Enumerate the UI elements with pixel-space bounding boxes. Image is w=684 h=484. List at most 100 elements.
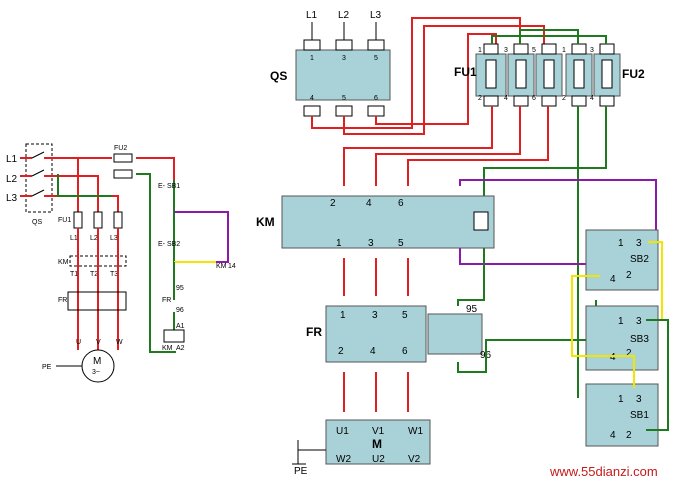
km-bot-1: 1 — [336, 238, 342, 249]
sb2-term-1: 1 — [618, 238, 624, 249]
motor-top-v1: V1 — [372, 426, 385, 437]
schematic-fr-96: 96 — [176, 307, 184, 314]
schematic-qs-contacts — [31, 151, 45, 197]
fu-bot-4: 4 — [504, 95, 508, 102]
qs-term-1: 1 — [310, 55, 314, 62]
schematic-pe-label: PE — [42, 364, 52, 371]
motor-bot-v2: V2 — [408, 454, 421, 465]
km-label: KM — [256, 215, 275, 229]
fu-top-3: 3 — [504, 47, 508, 54]
fuse-block — [475, 53, 621, 97]
schematic-l2-label: L2 — [6, 174, 18, 185]
schematic-motor-w: W — [116, 339, 123, 346]
schematic-motor-v: V — [96, 339, 101, 346]
wire-fu1-km-c — [407, 106, 549, 186]
sb2-panel — [585, 229, 659, 291]
supply-l3: L3 — [370, 10, 382, 21]
schematic-fu2-label: FU2 — [114, 145, 127, 152]
schematic-sb2-label: E- SB2 — [158, 241, 180, 248]
schematic-km-coil — [163, 329, 185, 343]
schematic-wire-l3 — [20, 195, 119, 212]
motor-bot-u2: U2 — [372, 454, 385, 465]
schematic-wire-l1 — [20, 157, 79, 212]
fr-bot-6: 6 — [402, 346, 408, 357]
km-panel — [281, 195, 495, 249]
km-top-4: 4 — [366, 198, 372, 209]
fu-top-5: 5 — [532, 47, 536, 54]
schematic-term-t2: T2 — [90, 271, 98, 278]
motor-bot-w2: W2 — [336, 454, 351, 465]
supply-l2: L2 — [338, 10, 350, 21]
sb3-label: SB3 — [630, 334, 649, 345]
watermark: www.55dianzi.com — [549, 464, 658, 479]
fr-bot-4: 4 — [370, 346, 376, 357]
wiring: L1 L2 L3 QS 1 3 5 4 5 6 — [256, 10, 669, 479]
fr-aux-panel — [427, 313, 483, 355]
wire-stop-loop — [646, 319, 669, 431]
fr-top-5: 5 — [402, 310, 408, 321]
schematic-motor-sub: 3~ — [92, 369, 100, 376]
wire-fr-motor — [343, 372, 409, 412]
schematic-term-l3: L3 — [110, 235, 118, 242]
fu-bot-2b: 2 — [562, 95, 566, 102]
wire-km-fr — [343, 258, 409, 296]
schematic-motor-u: U — [76, 339, 81, 346]
fr-aux-95: 95 — [466, 304, 478, 315]
km-top-6: 6 — [398, 198, 404, 209]
schematic-coil-label: KM — [162, 345, 173, 352]
schematic-km-aux-label: KM — [216, 263, 227, 270]
km-coil-icon — [473, 211, 489, 231]
sb3-term-4: 4 — [610, 352, 616, 363]
fr-panel — [325, 305, 427, 363]
fr-bot-2: 2 — [338, 346, 344, 357]
sb1-panel — [585, 383, 659, 447]
schematic-qs-label: QS — [32, 219, 42, 226]
wire-qs-fu1-a — [311, 17, 521, 129]
qs-term-3: 3 — [342, 55, 346, 62]
qs-term-6: 6 — [374, 95, 378, 102]
sb1-term-4: 4 — [610, 430, 616, 441]
sb1-term-3: 3 — [636, 394, 642, 405]
wire-fu1-km-a — [343, 106, 493, 186]
schematic-l1-label: L1 — [6, 154, 18, 165]
schematic-term-l2: L2 — [90, 235, 98, 242]
sb2-term-2: 2 — [626, 270, 632, 281]
sb1-term-2: 2 — [626, 430, 632, 441]
qs-term-5: 5 — [374, 55, 378, 62]
wire-fu2-to-coil — [483, 106, 607, 196]
fu-top-1: 1 — [478, 47, 482, 54]
fu-bot-6: 6 — [532, 95, 536, 102]
sb2-term-4: 4 — [610, 274, 616, 285]
fr-label: FR — [306, 325, 322, 339]
motor-top-w1: W1 — [408, 426, 423, 437]
sb3-term-2: 2 — [626, 348, 632, 359]
schematic-coil-a1: A1 — [176, 323, 185, 330]
qs-panel — [295, 49, 391, 101]
qs-term-5b: 5 — [342, 95, 346, 102]
wire-fu1-km-b — [375, 106, 521, 186]
motor-panel — [325, 419, 431, 465]
schematic-wire-fu2b — [57, 173, 176, 353]
schematic-wire-l2 — [20, 175, 99, 212]
schematic-fu1-label: FU1 — [58, 217, 71, 224]
schematic-l3-label: L3 — [6, 193, 18, 204]
motor-top-u1: U1 — [336, 426, 349, 437]
schematic-term-l1: L1 — [70, 235, 78, 242]
schematic-fr-aux-label: FR — [162, 297, 171, 304]
sb3-panel — [585, 305, 659, 371]
fu-top-3b: 3 — [590, 47, 594, 54]
schematic-km-aux-num: 14 — [228, 263, 236, 270]
schematic-wire-fu2a — [78, 157, 175, 180]
schematic-fu1-c — [113, 211, 123, 229]
schematic-qs-box — [25, 143, 53, 213]
fr-top-3: 3 — [372, 310, 378, 321]
schematic-fr-box — [67, 291, 127, 311]
schematic-fu1-a — [73, 211, 83, 229]
fu-bot-4b: 4 — [590, 95, 594, 102]
pe-label: PE — [294, 466, 308, 477]
fu-bot-2: 2 — [478, 95, 482, 102]
schematic-fu2-fuse-b — [113, 169, 133, 179]
fu2-label: FU2 — [622, 67, 645, 81]
motor-label: M — [372, 437, 382, 451]
sb1-label: SB1 — [630, 410, 649, 421]
